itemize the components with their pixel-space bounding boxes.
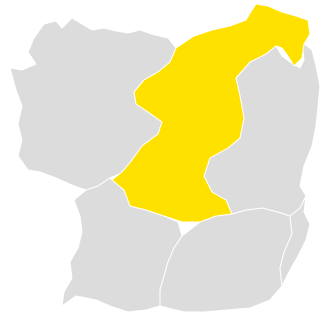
region-central-north[interactable] — [111, 3, 311, 223]
